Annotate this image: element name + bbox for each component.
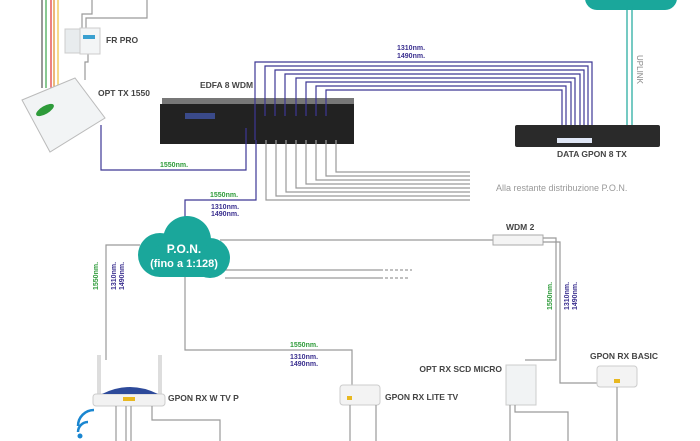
uplink-label: UPLINK xyxy=(635,55,644,85)
uplink-cable xyxy=(626,6,633,141)
distribution-note: Alla restante distribuzione P.O.N. xyxy=(496,183,627,193)
pon-extra-fibers-dotted xyxy=(380,269,412,279)
cloud-title: P.O.N. xyxy=(167,242,201,256)
pon-extra-fibers xyxy=(225,269,380,279)
gpon-rx-lite-tv-label: GPON RX LITE TV xyxy=(385,392,459,402)
wdm2-label: WDM 2 xyxy=(506,222,535,232)
pon-to-router-fiber xyxy=(105,244,140,360)
wifi-icon xyxy=(76,408,95,439)
label-1550-lite: 1550nm. xyxy=(290,342,318,349)
pon-cloud xyxy=(138,216,230,278)
gpon-rx-lite-tv-device xyxy=(339,384,381,441)
wdm2-output-fibers xyxy=(525,237,600,384)
label-1490-router: 1490nm. xyxy=(119,262,126,290)
label-1490-pon: 1490nm. xyxy=(211,211,239,218)
edfa-to-pon-fiber xyxy=(184,140,257,222)
label-1310-top: 1310nm. xyxy=(397,45,425,52)
opt-rx-scd-label: OPT RX SCD MICRO xyxy=(419,364,502,374)
data-gpon-label: DATA GPON 8 TX xyxy=(557,149,627,159)
distribution-fibers xyxy=(265,140,470,201)
pon-to-lite-fiber xyxy=(184,275,353,385)
edfa-label: EDFA 8 WDM xyxy=(200,80,253,90)
data-gpon-device xyxy=(515,125,660,147)
label-1550-pon: 1550nm. xyxy=(210,192,238,199)
opt-tx-to-edfa-fiber xyxy=(100,125,247,171)
label-1490-top: 1490nm. xyxy=(397,53,425,60)
label-1310-wdm2: 1310nm. xyxy=(564,282,571,310)
edfa-device xyxy=(160,98,354,144)
gpon-rx-w-tv-p-label: GPON RX W TV P xyxy=(168,393,239,403)
cloud-subtitle: (fino a 1:128) xyxy=(150,258,218,270)
label-1550-router: 1550nm. xyxy=(93,262,100,290)
opt-rx-scd-device xyxy=(505,364,569,441)
edfa-to-gpon-fibers xyxy=(254,61,593,140)
fr-pro-label: FR PRO xyxy=(106,35,139,45)
fr-pro-device xyxy=(64,27,101,55)
gpon-rx-basic-label: GPON RX BASIC xyxy=(590,351,658,361)
gpon-rx-w-tv-p-device xyxy=(92,355,221,441)
opt-tx-device xyxy=(21,77,106,153)
uplink-cloud xyxy=(585,0,677,10)
label-1490-lite: 1490nm. xyxy=(290,361,318,368)
input-cables xyxy=(41,0,148,88)
label-1550-wdm2: 1550nm. xyxy=(547,282,554,310)
opt-tx-label: OPT TX 1550 xyxy=(98,88,150,98)
label-1550-edfa: 1550nm. xyxy=(160,162,188,169)
wdm2-device xyxy=(492,234,544,246)
gpon-rx-basic-device xyxy=(596,365,638,441)
label-1310-router: 1310nm. xyxy=(111,262,118,290)
label-1310-pon: 1310nm. xyxy=(211,204,239,211)
label-1310-lite: 1310nm. xyxy=(290,354,318,361)
label-1490-wdm2: 1490nm. xyxy=(572,282,579,310)
